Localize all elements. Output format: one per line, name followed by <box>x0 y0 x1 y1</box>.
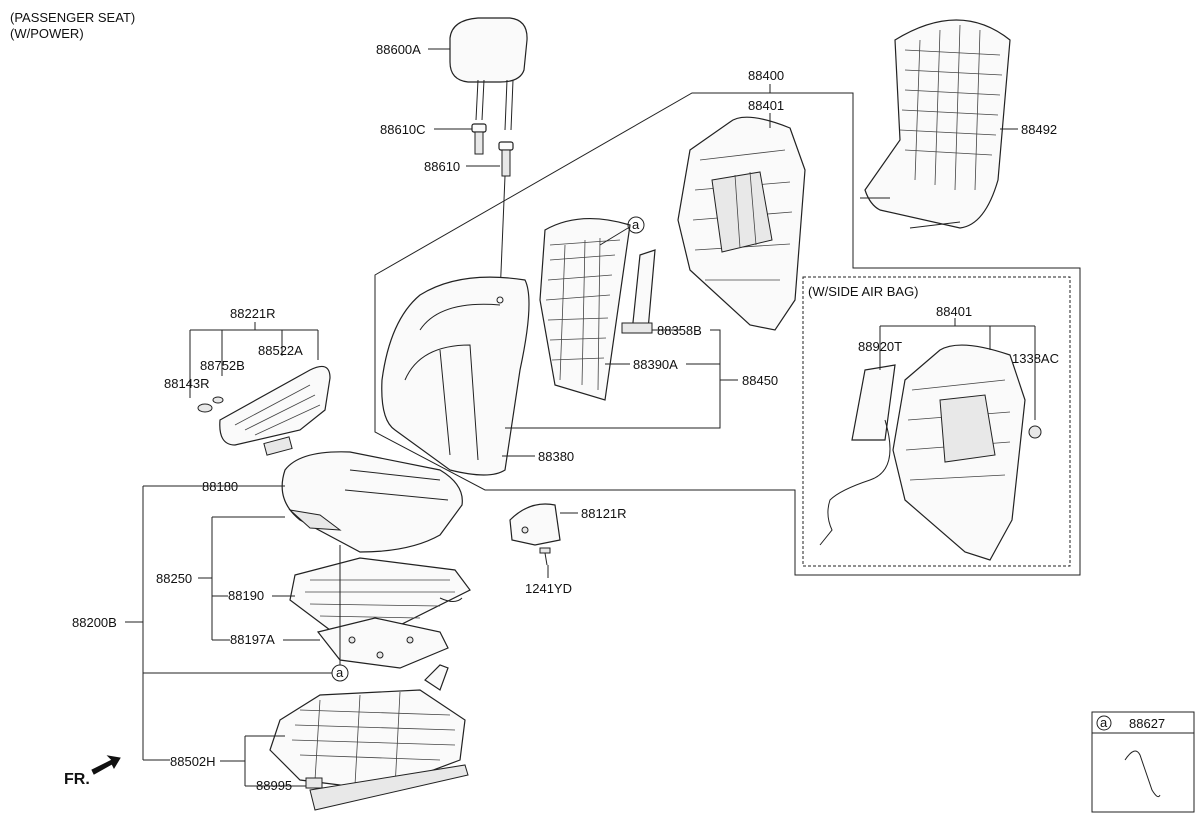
headrest-guide-88610C <box>471 123 487 155</box>
strap-illustration <box>621 249 656 334</box>
header-line-1: (PASSENGER SEAT) <box>10 10 135 25</box>
inset-airbag-module-illustration <box>819 364 896 546</box>
seatback-heater-mat-illustration <box>539 218 631 401</box>
label-88221R[interactable]: 88221R <box>230 306 276 321</box>
back-panel-illustration <box>860 19 1011 229</box>
label-88610[interactable]: 88610 <box>424 159 460 174</box>
inset-seatback-frame-illustration <box>892 344 1042 561</box>
legend-box-88627: a 88627 <box>1091 711 1195 813</box>
label-88197A[interactable]: 88197A <box>230 632 275 647</box>
screw-1241YD-illustration <box>539 547 551 566</box>
legend-callout-a <box>1096 715 1112 731</box>
header-line-2: (W/POWER) <box>10 26 84 41</box>
seatback-cover-illustration <box>381 276 530 476</box>
label-88143R[interactable]: 88143R <box>164 376 210 391</box>
label-88752B[interactable]: 88752B <box>200 358 245 373</box>
headrest-guide-88610 <box>498 141 514 177</box>
seat-frame-track-illustration <box>269 664 469 811</box>
label-88920T[interactable]: 88920T <box>858 339 902 354</box>
seatback-frame-illustration <box>677 116 806 331</box>
label-88358B[interactable]: 88358B <box>657 323 702 338</box>
label-88200B[interactable]: 88200B <box>72 615 117 630</box>
label-88502H[interactable]: 88502H <box>170 754 216 769</box>
label-88522A[interactable]: 88522A <box>258 343 303 358</box>
label-88190[interactable]: 88190 <box>228 588 264 603</box>
label-88380[interactable]: 88380 <box>538 449 574 464</box>
seatback-assembly-outline <box>374 92 1081 576</box>
seat-cushion-cover-illustration <box>281 451 463 553</box>
label-88390A[interactable]: 88390A <box>633 357 678 372</box>
legend-part-number[interactable]: 88627 <box>1129 716 1165 731</box>
headrest-illustration <box>449 17 528 131</box>
inset-title: (W/SIDE AIR BAG) <box>808 284 919 299</box>
label-1241YD[interactable]: 1241YD <box>525 581 572 596</box>
label-88610C[interactable]: 88610C <box>380 122 426 137</box>
side-trim-illustration <box>197 365 331 456</box>
label-88450[interactable]: 88450 <box>742 373 778 388</box>
front-direction-label: FR. <box>64 771 90 788</box>
label-1338AC[interactable]: 1338AC <box>1012 351 1059 366</box>
label-88121R[interactable]: 88121R <box>581 506 627 521</box>
inset-label-88401[interactable]: 88401 <box>936 304 972 319</box>
label-88995[interactable]: 88995 <box>256 778 292 793</box>
label-88492[interactable]: 88492 <box>1021 122 1057 137</box>
callout-a-upper <box>627 216 645 234</box>
hook-clip-88627-icon <box>1124 750 1161 798</box>
bracket-88121R-illustration <box>509 503 561 546</box>
callout-a-upper-letter: a <box>632 217 640 232</box>
legend-marker: a <box>1100 715 1108 730</box>
seat-heater-mat-illustration <box>289 557 471 631</box>
label-88401[interactable]: 88401 <box>748 98 784 113</box>
callout-a-lower-letter: a <box>336 665 344 680</box>
clip-88995-illustration <box>305 777 323 789</box>
label-88600A[interactable]: 88600A <box>376 42 421 57</box>
label-88400[interactable]: 88400 <box>748 68 784 83</box>
side-airbag-inset-frame <box>802 276 1071 567</box>
front-arrow-icon <box>91 755 121 775</box>
label-88250[interactable]: 88250 <box>156 571 192 586</box>
